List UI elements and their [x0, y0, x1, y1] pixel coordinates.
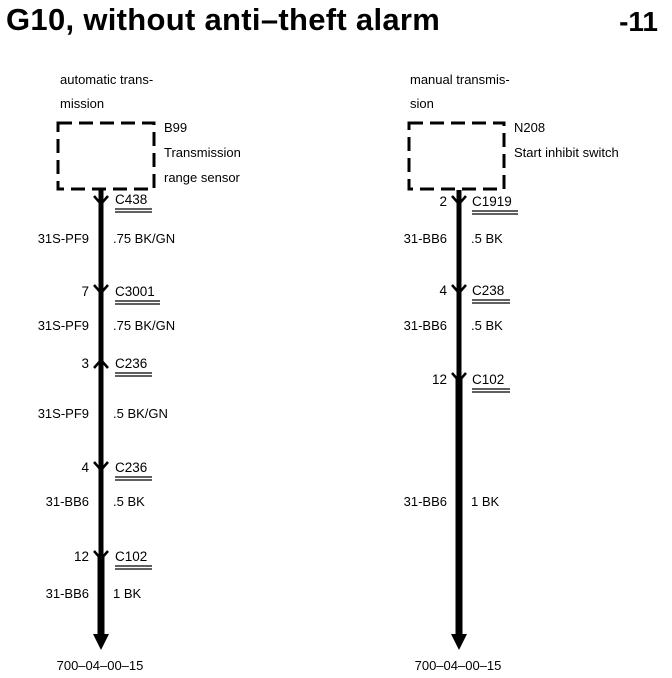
- page-title: G10, without anti–theft alarm: [6, 2, 441, 37]
- left-caption-line2: mission: [60, 96, 104, 111]
- left-connector-pin: 12: [74, 549, 89, 564]
- right-connector-symbol: [451, 195, 467, 206]
- left-wire-circuit: 31-BB6: [46, 586, 89, 601]
- left-wire-color: 1 BK: [113, 586, 142, 601]
- left-component-id: B99: [164, 120, 187, 135]
- page-number: -11: [619, 6, 658, 37]
- left-component-line1: Transmission: [164, 145, 241, 160]
- right-connector-pin: 2: [439, 194, 447, 209]
- left-wire-circuit: 31S-PF9: [38, 318, 89, 333]
- left-connector-symbol: [93, 461, 109, 472]
- right-wire-circuit: 31-BB6: [404, 318, 447, 333]
- right-connector-name: C1919: [472, 194, 512, 209]
- left-wire-color: .5 BK: [113, 494, 145, 509]
- right-connector-name: C102: [472, 372, 504, 387]
- left-caption-line1: automatic trans-: [60, 72, 153, 87]
- left-connector-symbol: [93, 550, 109, 561]
- left-connector-pin: 3: [81, 356, 89, 371]
- left-figure-id: 700–04–00–15: [57, 658, 144, 673]
- left-wire-circuit: 31-BB6: [46, 494, 89, 509]
- left-connector-symbol: [93, 284, 109, 295]
- left-connector-name: C236: [115, 356, 147, 371]
- left-circuit: automatic trans- mission B99 Transmissio…: [38, 72, 241, 673]
- left-connector-pin: 4: [81, 460, 89, 475]
- right-component-box: [407, 121, 506, 191]
- left-connector-symbol: [93, 195, 109, 206]
- right-wire-circuit: 31-BB6: [404, 231, 447, 246]
- right-circuit: manual transmis- sion N208 Start inhibit…: [404, 72, 619, 673]
- right-figure-id: 700–04–00–15: [415, 658, 502, 673]
- right-wire-circuit: 31-BB6: [404, 494, 447, 509]
- right-component-line1: Start inhibit switch: [514, 145, 619, 160]
- left-wire-color: .75 BK/GN: [113, 231, 175, 246]
- left-component-box: [56, 121, 156, 191]
- right-component-id: N208: [514, 120, 545, 135]
- right-caption-line2: sion: [410, 96, 434, 111]
- left-connector-name: C3001: [115, 284, 155, 299]
- left-connector-symbol: [93, 358, 109, 369]
- left-connector-pin: 7: [81, 284, 89, 299]
- left-ground-arrow: [93, 634, 109, 650]
- left-wire-circuit: 31S-PF9: [38, 231, 89, 246]
- left-connector-name: C236: [115, 460, 147, 475]
- right-wire-color: .5 BK: [471, 231, 503, 246]
- right-wire-color: .5 BK: [471, 318, 503, 333]
- left-connector-name: C438: [115, 192, 147, 207]
- left-wire-color: .5 BK/GN: [113, 406, 168, 421]
- right-connector-name: C238: [472, 283, 504, 298]
- left-wire-color: .75 BK/GN: [113, 318, 175, 333]
- left-wire-circuit: 31S-PF9: [38, 406, 89, 421]
- right-connector-pin: 4: [439, 283, 447, 298]
- right-ground-arrow: [451, 634, 467, 650]
- left-component-line2: range sensor: [164, 170, 241, 185]
- right-connector-pin: 12: [432, 372, 447, 387]
- left-connector-name: C102: [115, 549, 147, 564]
- right-wire-color: 1 BK: [471, 494, 500, 509]
- right-caption-line1: manual transmis-: [410, 72, 510, 87]
- right-connector-symbol: [451, 372, 467, 383]
- right-connector-symbol: [451, 284, 467, 295]
